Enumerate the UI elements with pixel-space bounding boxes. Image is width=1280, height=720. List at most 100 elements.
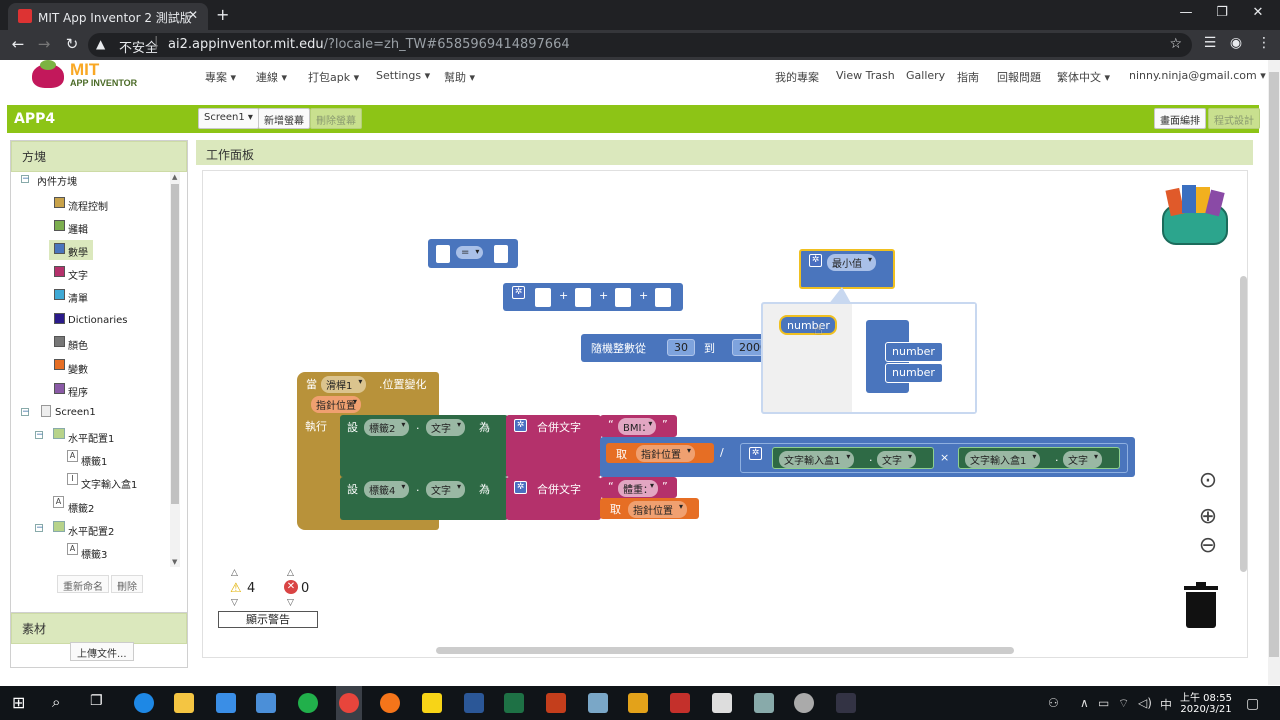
tree-textbox1[interactable]: 文字輸入盒1 <box>81 480 138 491</box>
mutator-number-block[interactable]: number <box>885 342 943 362</box>
prev-error-icon[interactable]: △ <box>287 568 294 578</box>
minimize-icon[interactable]: — <box>1179 5 1193 20</box>
tree-item-variables[interactable]: 變數 <box>68 365 88 376</box>
add-screen-button[interactable]: 新增螢幕 <box>258 108 310 129</box>
mutator-gear-icon[interactable]: ✲ <box>514 481 527 494</box>
set-label4-text-block[interactable]: 設 標籤4 . 文字 為 <box>340 477 508 520</box>
collapse-icon[interactable]: − <box>21 407 30 417</box>
show-hidden-icons[interactable]: ∧ <box>1080 696 1089 710</box>
file-explorer-icon[interactable] <box>174 693 194 713</box>
event-component-dropdown[interactable]: 滑桿1 <box>321 376 367 393</box>
delete-button[interactable]: 刪除 <box>111 575 143 593</box>
app-inventor-logo[interactable]: MIT APP INVENTOR <box>32 60 142 90</box>
math-add-block[interactable]: ✲ + + + <box>503 283 683 311</box>
firefox-icon[interactable] <box>380 693 400 713</box>
text-string-block[interactable]: “ 體重： ” <box>600 477 677 498</box>
textbox-text-getter-block[interactable]: 文字輸入盒1 . 文字 <box>772 447 934 469</box>
remove-screen-button[interactable]: 刪除螢幕 <box>310 108 362 129</box>
menu-user-account[interactable]: ninny.ninja@gmail.com ▾ <box>1129 69 1266 82</box>
nox-icon[interactable] <box>836 693 856 713</box>
mutator-gear-icon[interactable]: ✲ <box>809 254 822 267</box>
textbox-component-dropdown[interactable]: 文字輸入盒1 <box>965 451 1041 468</box>
set2-property-dropdown[interactable]: 文字 <box>426 481 465 498</box>
tree-label2[interactable]: 標籤2 <box>68 504 95 515</box>
menu-help[interactable]: 幫助 ▾ <box>444 71 476 84</box>
text-string-block[interactable]: “ BMI： ” <box>600 415 677 437</box>
set1-component-dropdown[interactable]: 標籤2 <box>364 419 410 436</box>
tree-screen1[interactable]: Screen1 <box>55 407 96 418</box>
reload-icon[interactable]: ↻ <box>65 35 79 53</box>
bookmark-star-icon[interactable]: ☆ <box>1169 36 1182 52</box>
powerpoint-icon[interactable] <box>546 693 566 713</box>
close-window-icon[interactable]: ✕ <box>1252 5 1264 20</box>
weight-text-field[interactable]: 體重： <box>618 480 658 497</box>
mutator-gear-icon[interactable]: ✲ <box>512 286 525 299</box>
zoom-in-icon[interactable]: ⊕ <box>1198 504 1218 529</box>
mutator-gear-icon[interactable]: ✲ <box>749 447 762 460</box>
network-icon[interactable]: ⌔ <box>1118 696 1130 710</box>
menu-connect[interactable]: 連線 ▾ <box>256 71 288 84</box>
taskbar-clock[interactable]: 上午 08:55 2020/3/21 <box>1176 689 1236 715</box>
get-param-dropdown[interactable]: 指針位置 <box>628 501 687 518</box>
workspace-horizontal-scrollbar[interactable] <box>436 647 1014 654</box>
scroll-up-icon[interactable]: ▲ <box>172 173 178 181</box>
textbox-text-getter-block[interactable]: 文字輸入盒1 . 文字 <box>958 447 1120 469</box>
task-view-icon[interactable]: ❐ <box>90 693 103 709</box>
input-slot[interactable] <box>615 288 631 307</box>
input-slot[interactable] <box>575 288 591 307</box>
designer-button[interactable]: 畫面編排 <box>1154 108 1206 129</box>
app-icon[interactable] <box>794 693 814 713</box>
battery-icon[interactable]: ▭ <box>1098 696 1110 710</box>
line-icon[interactable] <box>298 693 318 713</box>
blocks-button[interactable]: 程式設計 <box>1208 108 1260 129</box>
volume-icon[interactable]: ◁) <box>1138 696 1152 710</box>
input-slot[interactable] <box>494 245 508 263</box>
screen-selector[interactable]: Screen1 ▾ <box>198 108 259 129</box>
excel-icon[interactable] <box>504 693 524 713</box>
workspace-vertical-scrollbar[interactable] <box>1240 276 1247 572</box>
people-icon[interactable]: ⚇ <box>1048 696 1059 710</box>
profile-avatar-icon[interactable]: ◉ <box>1229 35 1243 51</box>
event-parameter[interactable]: 指針位置 <box>311 396 361 413</box>
tree-hz2[interactable]: 水平配置2 <box>68 527 115 538</box>
app-icon[interactable] <box>628 693 648 713</box>
notifications-icon[interactable]: ▢ <box>1246 696 1260 712</box>
menu-my-projects[interactable]: 我的專案 <box>775 71 819 84</box>
tree-item-math[interactable]: 數學 <box>68 248 88 259</box>
input-slot[interactable] <box>436 245 450 263</box>
edge-icon[interactable] <box>134 693 154 713</box>
app-icon[interactable] <box>588 693 608 713</box>
rename-button[interactable]: 重新命名 <box>57 575 109 593</box>
tree-scroll-thumb[interactable] <box>171 184 179 504</box>
word-icon[interactable] <box>464 693 484 713</box>
math-min-block[interactable]: ✲ 最小值 <box>799 249 895 289</box>
mutator-number-block[interactable]: number <box>885 363 943 383</box>
get-param-dropdown[interactable]: 指針位置 <box>636 445 695 462</box>
mutator-gear-icon[interactable]: ✲ <box>514 419 527 432</box>
min-max-dropdown[interactable]: 最小值 <box>827 254 876 271</box>
tree-hz1[interactable]: 水平配置1 <box>68 434 115 445</box>
random-integer-block[interactable]: 隨機整數從 30 到 2000 <box>581 334 774 362</box>
collapse-icon[interactable]: − <box>21 174 30 184</box>
windows-start-icon[interactable]: ⊞ <box>12 693 26 712</box>
close-tab-icon[interactable]: ✕ <box>187 8 198 22</box>
math-compare-block[interactable]: = <box>428 239 518 268</box>
browser-menu-icon[interactable]: ⋮ <box>1257 35 1271 51</box>
tree-label3[interactable]: 標籤3 <box>81 550 108 561</box>
sticky-notes-icon[interactable] <box>422 693 442 713</box>
backpack-icon[interactable] <box>1160 183 1230 249</box>
menu-gallery[interactable]: Gallery <box>906 69 946 82</box>
collapse-icon[interactable]: − <box>35 523 44 533</box>
menu-guide[interactable]: 指南 <box>957 71 979 84</box>
textbox-property-dropdown[interactable]: 文字 <box>877 451 916 468</box>
tree-item-logic[interactable]: 邏輯 <box>68 225 88 236</box>
next-error-icon[interactable]: ▽ <box>287 598 294 608</box>
upload-file-button[interactable]: 上傳文件... <box>70 642 134 661</box>
mutator-flyout-number-block[interactable]: number <box>779 315 837 335</box>
zoom-out-icon[interactable]: ⊖ <box>1198 533 1218 558</box>
menu-report-issue[interactable]: 回報問題 <box>997 71 1041 84</box>
collapse-icon[interactable]: − <box>35 430 44 440</box>
maximize-icon[interactable]: ❐ <box>1216 5 1228 20</box>
get-param-block[interactable]: 取 指針位置 <box>606 443 714 463</box>
recenter-icon[interactable]: ⊙ <box>1198 468 1218 493</box>
